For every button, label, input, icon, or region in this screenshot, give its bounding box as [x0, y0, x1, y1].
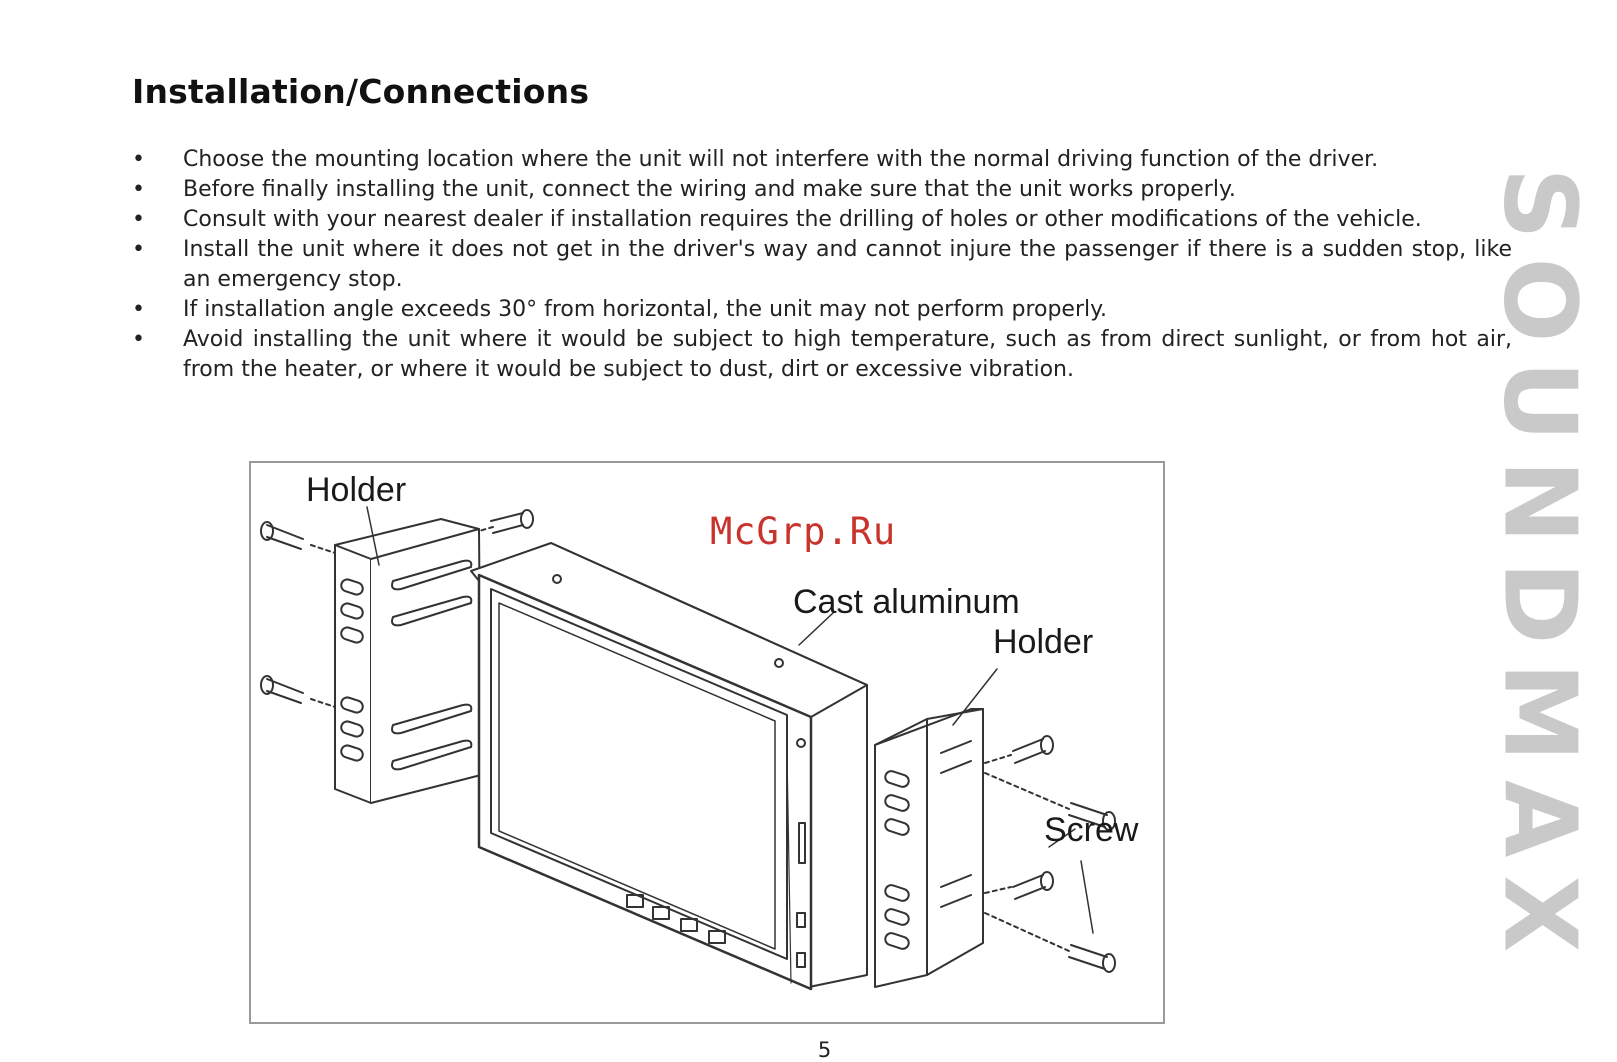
- bullet-icon: •: [132, 207, 145, 232]
- bullet-item: • Install the unit where it does not get …: [132, 235, 1512, 295]
- bullet-item: • Consult with your nearest dealer if ins…: [132, 205, 1512, 235]
- bullet-icon: •: [132, 237, 145, 262]
- cast-aluminum-label: Cast aluminum: [793, 583, 1020, 621]
- right-screws: [984, 735, 1116, 973]
- screw-label: Screw: [1044, 811, 1139, 849]
- head-unit: [470, 542, 868, 991]
- diagram-drawing: [260, 506, 1116, 991]
- bullet-item: • Avoid installing the unit where it woul…: [132, 325, 1512, 385]
- page-title: Installation/Connections: [132, 72, 590, 111]
- leader-lines: [366, 506, 1094, 934]
- left-screws: [260, 509, 534, 708]
- installation-diagram: Holder Cast aluminum Holder Screw: [249, 461, 1165, 1024]
- bullet-text: Before finally installing the unit, conn…: [183, 177, 1236, 202]
- bullet-list: • Choose the mounting location where the …: [132, 145, 1512, 385]
- bullet-text: If installation angle exceeds 30° from h…: [183, 297, 1107, 322]
- bullet-text: Consult with your nearest dealer if inst…: [183, 207, 1422, 232]
- bullet-icon: •: [132, 147, 145, 172]
- right-holder-bracket: [874, 708, 984, 988]
- holder-label-left: Holder: [306, 471, 407, 509]
- bullet-icon: •: [132, 177, 145, 202]
- bullet-icon: •: [132, 297, 145, 322]
- holder-label-right: Holder: [993, 623, 1094, 661]
- page-number: 5: [817, 1038, 832, 1062]
- bullet-item: • If installation angle exceeds 30° from …: [132, 295, 1512, 325]
- bullet-item: • Choose the mounting location where the …: [132, 145, 1512, 175]
- bullet-text: Install the unit where it does not get i…: [183, 237, 1512, 292]
- left-holder-bracket: [334, 518, 482, 804]
- brand-logo-text: SOUNDMAX: [1481, 167, 1599, 971]
- bullet-text: Choose the mounting location where the u…: [183, 147, 1379, 172]
- watermark-text: McGrp.Ru: [710, 510, 897, 553]
- bullet-text: Avoid installing the unit where it would…: [183, 327, 1512, 382]
- bullet-icon: •: [132, 327, 145, 352]
- bullet-item: • Before finally installing the unit, con…: [132, 175, 1512, 205]
